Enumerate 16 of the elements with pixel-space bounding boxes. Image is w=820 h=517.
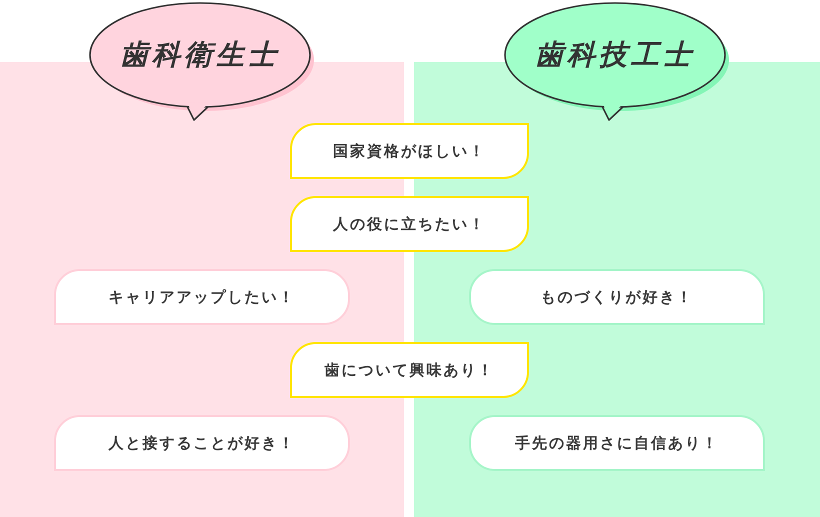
reason-text: 人の役に立ちたい！: [333, 214, 486, 234]
reason-card: [469, 415, 765, 471]
reason-card: [290, 342, 529, 398]
reason-text: 手先の器用さに自信あり！: [515, 433, 719, 453]
heading-text: 歯科衛生士: [120, 38, 280, 72]
reason-card: [54, 415, 350, 471]
reason-card: [54, 269, 350, 325]
reason-text: ものづくりが好き！: [540, 287, 694, 307]
reason-card: [290, 123, 529, 179]
reason-card: [469, 269, 765, 325]
reason-text: キャリアアップしたい！: [108, 287, 296, 307]
heading-text: 歯科技工士: [535, 38, 695, 72]
reason-card: [290, 196, 529, 252]
reason-text: 歯について興味あり！: [324, 360, 494, 380]
reason-text: 人と接することが好き！: [108, 433, 296, 453]
reason-text: 国家資格がほしい！: [333, 141, 486, 161]
